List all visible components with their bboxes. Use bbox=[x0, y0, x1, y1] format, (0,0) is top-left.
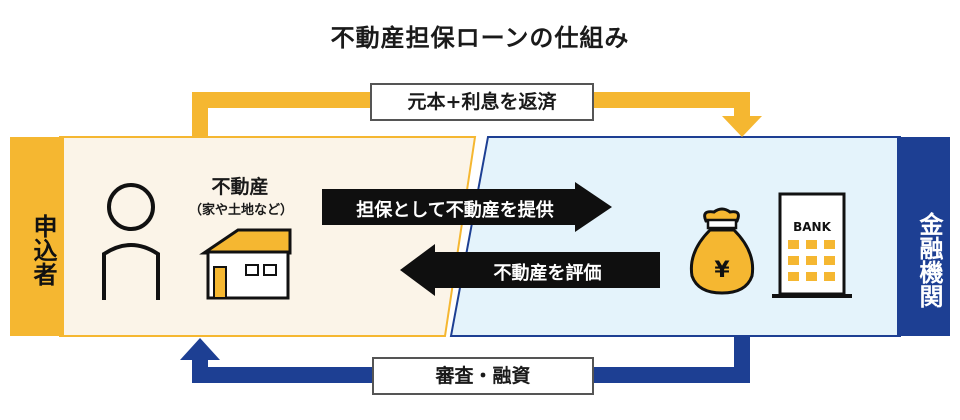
loan-label: 審査・融資 bbox=[372, 357, 594, 395]
institution-side-bar bbox=[897, 137, 950, 336]
repayment-label: 元本+利息を返済 bbox=[370, 83, 594, 121]
loan-label-text: 審査・融資 bbox=[435, 365, 531, 387]
provide-collateral-label: 担保として不動産を提供 bbox=[356, 200, 554, 221]
applicant-label-text: 申込者 bbox=[29, 214, 57, 286]
evaluate-property-label: 不動産を評価 bbox=[493, 263, 602, 284]
applicant-label: 申込者 bbox=[24, 190, 57, 310]
house-icon bbox=[199, 228, 292, 300]
institution-label: 金融機関 bbox=[910, 180, 943, 340]
evaluate-property-arrow bbox=[400, 244, 660, 296]
provide-collateral-arrow bbox=[322, 182, 612, 232]
repayment-arrowhead bbox=[722, 116, 762, 137]
property-subtitle: （家や土地など） bbox=[188, 203, 293, 218]
diagram-title: 不動産担保ローンの仕組み bbox=[330, 24, 630, 52]
money-bag-icon: ¥ bbox=[689, 207, 755, 295]
bank-building-icon: BANK bbox=[772, 192, 852, 298]
money-bag-symbol: ¥ bbox=[714, 258, 730, 283]
property-title: 不動産 bbox=[211, 176, 269, 198]
loan-arrowhead bbox=[180, 338, 220, 360]
person-icon bbox=[102, 183, 160, 300]
repayment-label-text: 元本+利息を返済 bbox=[407, 91, 557, 113]
applicant-side-bar bbox=[10, 137, 64, 336]
bank-sign-text: BANK bbox=[793, 220, 831, 234]
institution-label-text: 金融機関 bbox=[915, 212, 943, 308]
